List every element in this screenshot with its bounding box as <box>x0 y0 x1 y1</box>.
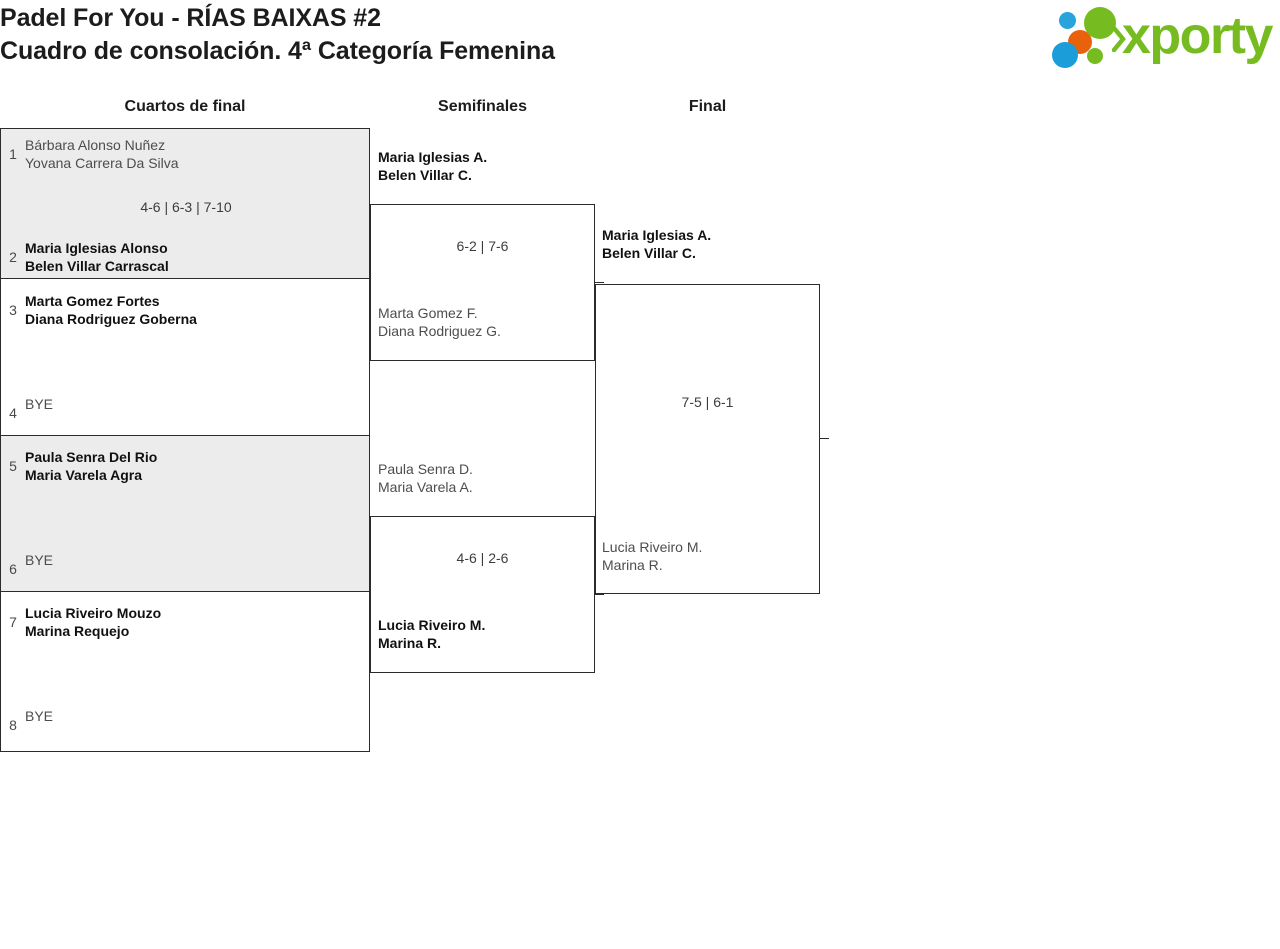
player-name-2: Belen Villar C. <box>602 245 696 261</box>
page-header: Padel For You - RÍAS BAIXAS #2 Cuadro de… <box>0 0 1280 78</box>
seed-number: 8 <box>9 717 17 733</box>
player-name-2: Marina R. <box>602 557 663 573</box>
player-name-1: Paula Senra D. <box>378 461 473 477</box>
match-player-top: 5 Paula Senra Del Rio Maria Varela Agra <box>1 448 371 484</box>
xporty-logo[interactable]: xporty <box>1048 4 1276 68</box>
player-names: Paula Senra Del Rio Maria Varela Agra <box>25 448 157 484</box>
player-name-1: Lucia Riveiro Mouzo <box>25 605 162 621</box>
player-names: Bárbara Alonso Nuñez Yovana Carrera Da S… <box>25 136 179 172</box>
round-header-final: Final <box>688 98 727 115</box>
player-name-1: BYE <box>25 708 54 724</box>
player-name-2: Diana Rodriguez Goberna <box>25 311 197 327</box>
seed-number: 7 <box>9 614 17 630</box>
seed-number: 1 <box>9 146 17 162</box>
match-player-bottom: 2 Maria Iglesias Alonso Belen Villar Car… <box>1 239 371 275</box>
page-title: Padel For You - RÍAS BAIXAS #2 Cuadro de… <box>0 2 900 68</box>
round-header-semifinals: Semifinales <box>438 98 527 115</box>
final-player-bottom: Lucia Riveiro M. Marina R. <box>602 538 702 574</box>
player-name-2: Diana Rodriguez G. <box>378 323 501 339</box>
player-names: Marta Gomez Fortes Diana Rodriguez Gober… <box>25 292 197 328</box>
match-player-top: 1 Bárbara Alonso Nuñez Yovana Carrera Da… <box>1 136 371 172</box>
player-name-2: Marina R. <box>378 635 442 651</box>
match-player-bottom: 6 BYE <box>1 551 371 578</box>
semifinal-2-player-top: Paula Senra D. Maria Varela A. <box>378 460 473 496</box>
match-semifinal-1[interactable]: 6-2 | 7-6 <box>370 204 595 361</box>
match-player-bottom: 4 BYE <box>1 395 371 422</box>
logo-chevron-icon <box>1112 26 1126 52</box>
logo-dot-green-small-icon <box>1087 48 1103 64</box>
seed-number: 6 <box>9 561 17 577</box>
connector-sf2-to-final <box>595 594 604 595</box>
player-name-1: BYE <box>25 552 54 568</box>
match-player-top: 3 Marta Gomez Fortes Diana Rodriguez Gob… <box>1 292 371 328</box>
player-name-2: Maria Varela Agra <box>25 467 142 483</box>
logo-dot-blue-small-icon <box>1059 12 1076 29</box>
seed-number: 2 <box>9 249 17 265</box>
match-score: 4-6 | 6-3 | 7-10 <box>140 199 232 215</box>
match-player-top: 7 Lucia Riveiro Mouzo Marina Requejo <box>1 604 371 640</box>
player-name-1: Paula Senra Del Rio <box>25 449 158 465</box>
match-score: 6-2 | 7-6 <box>456 238 509 254</box>
player-names: Maria Iglesias Alonso Belen Villar Carra… <box>25 239 169 275</box>
semifinal-1-player-bottom: Marta Gomez F. Diana Rodriguez G. <box>378 304 501 340</box>
logo-dots-icon <box>1048 6 1122 68</box>
seed-number: 3 <box>9 302 17 318</box>
match-quarterfinal-4[interactable]: 7 Lucia Riveiro Mouzo Marina Requejo 8 B… <box>0 592 370 752</box>
seed-number: 4 <box>9 405 17 421</box>
match-semifinal-2[interactable]: 4-6 | 2-6 <box>370 516 595 673</box>
match-player-bottom: 8 BYE <box>1 707 371 734</box>
player-name-1: Marta Gomez Fortes <box>25 293 160 309</box>
match-score: 4-6 | 2-6 <box>456 550 509 566</box>
player-names: BYE <box>25 395 53 413</box>
final-player-top: Maria Iglesias A. Belen Villar C. <box>602 226 711 262</box>
player-names: Lucia Riveiro Mouzo Marina Requejo <box>25 604 161 640</box>
player-name-1: BYE <box>25 396 54 412</box>
round-header-quarterfinals: Cuartos de final <box>124 98 246 115</box>
player-name-2: Belen Villar Carrascal <box>25 258 169 274</box>
semifinal-1-player-top: Maria Iglesias A. Belen Villar C. <box>378 148 487 184</box>
player-name-1: Maria Iglesias A. <box>378 149 488 165</box>
player-name-1: Marta Gomez F. <box>378 305 478 321</box>
logo-wordmark: xporty <box>1122 7 1273 65</box>
seed-number: 5 <box>9 458 17 474</box>
match-quarterfinal-1[interactable]: 1 Bárbara Alonso Nuñez Yovana Carrera Da… <box>0 128 370 279</box>
match-quarterfinal-3[interactable]: 5 Paula Senra Del Rio Maria Varela Agra … <box>0 436 370 592</box>
connector-final-out <box>820 438 829 439</box>
player-name-1: Maria Iglesias A. <box>602 227 712 243</box>
player-name-2: Marina Requejo <box>25 623 130 639</box>
player-name-2: Yovana Carrera Da Silva <box>25 155 179 171</box>
player-name-1: Bárbara Alonso Nuñez <box>25 137 166 153</box>
player-name-1: Maria Iglesias Alonso <box>25 240 168 256</box>
match-final[interactable]: 7-5 | 6-1 <box>595 284 820 594</box>
tournament-name: Padel For You - RÍAS BAIXAS #2 <box>0 4 381 32</box>
player-name-1: Lucia Riveiro M. <box>378 617 486 633</box>
player-name-2: Belen Villar C. <box>378 167 472 183</box>
logo-dot-blue-large-icon <box>1052 42 1078 68</box>
match-quarterfinal-2[interactable]: 3 Marta Gomez Fortes Diana Rodriguez Gob… <box>0 279 370 436</box>
player-names: BYE <box>25 551 53 569</box>
match-score: 7-5 | 6-1 <box>681 394 734 410</box>
connector-sf1-to-final <box>595 282 604 283</box>
semifinal-2-player-bottom: Lucia Riveiro M. Marina R. <box>378 616 485 652</box>
player-name-2: Maria Varela A. <box>378 479 473 495</box>
player-names: BYE <box>25 707 53 725</box>
bracket-subtitle: Cuadro de consolación. 4ª Categoría Feme… <box>0 37 555 65</box>
logo-dot-green-large-icon <box>1084 7 1116 39</box>
player-name-1: Lucia Riveiro M. <box>602 539 703 555</box>
